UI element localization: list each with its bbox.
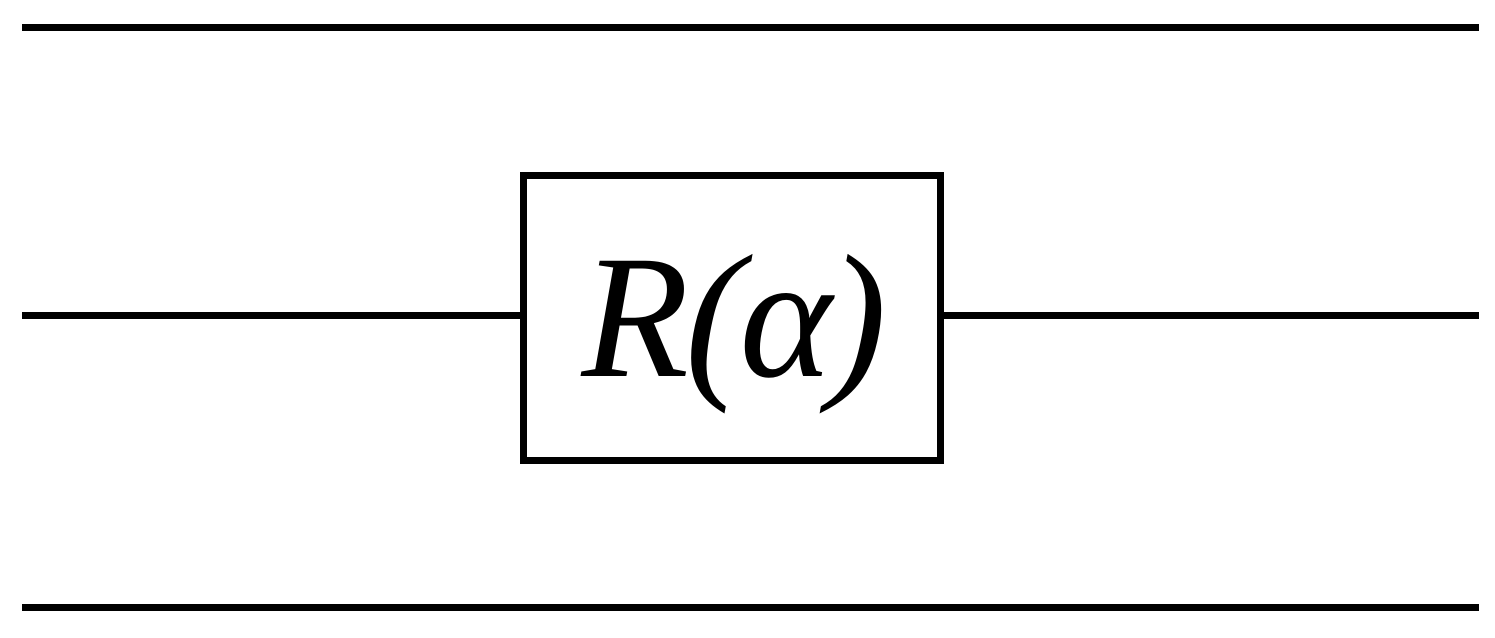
middle-wire-left-segment: [22, 312, 522, 319]
gate-label: R(α): [581, 220, 886, 415]
bottom-wire: [22, 604, 1479, 611]
rotation-gate-box: R(α): [520, 172, 944, 464]
top-wire: [22, 24, 1479, 31]
middle-wire-right-segment: [942, 312, 1479, 319]
